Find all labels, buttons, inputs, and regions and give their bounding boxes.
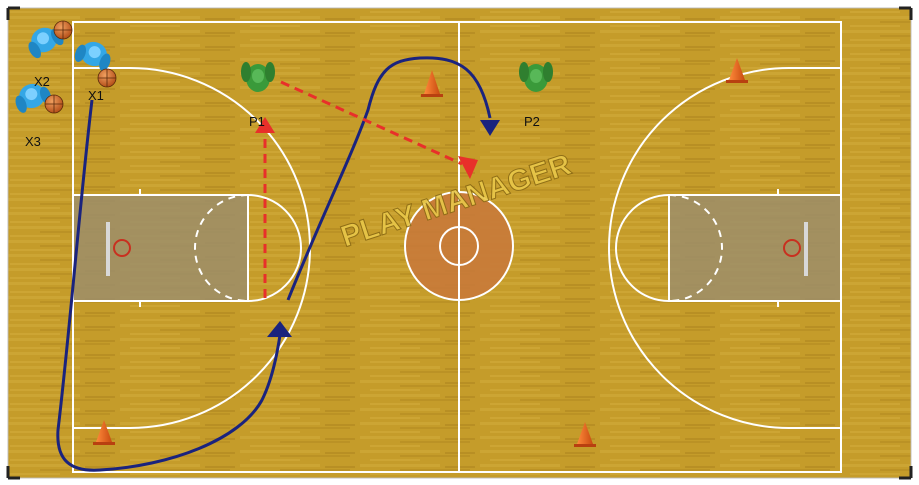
left-key-paint	[73, 195, 248, 301]
player-label-p2: P2	[524, 115, 540, 128]
basketball-icon	[98, 69, 116, 87]
player-label-x1: X1	[88, 89, 104, 102]
player-label-p1: P1	[249, 115, 265, 128]
basketball-icon	[54, 21, 72, 39]
right-key-paint	[669, 195, 841, 301]
player-label-x3: X3	[25, 135, 41, 148]
player-label-x2: X2	[34, 75, 50, 88]
basketball-icon	[45, 95, 63, 113]
